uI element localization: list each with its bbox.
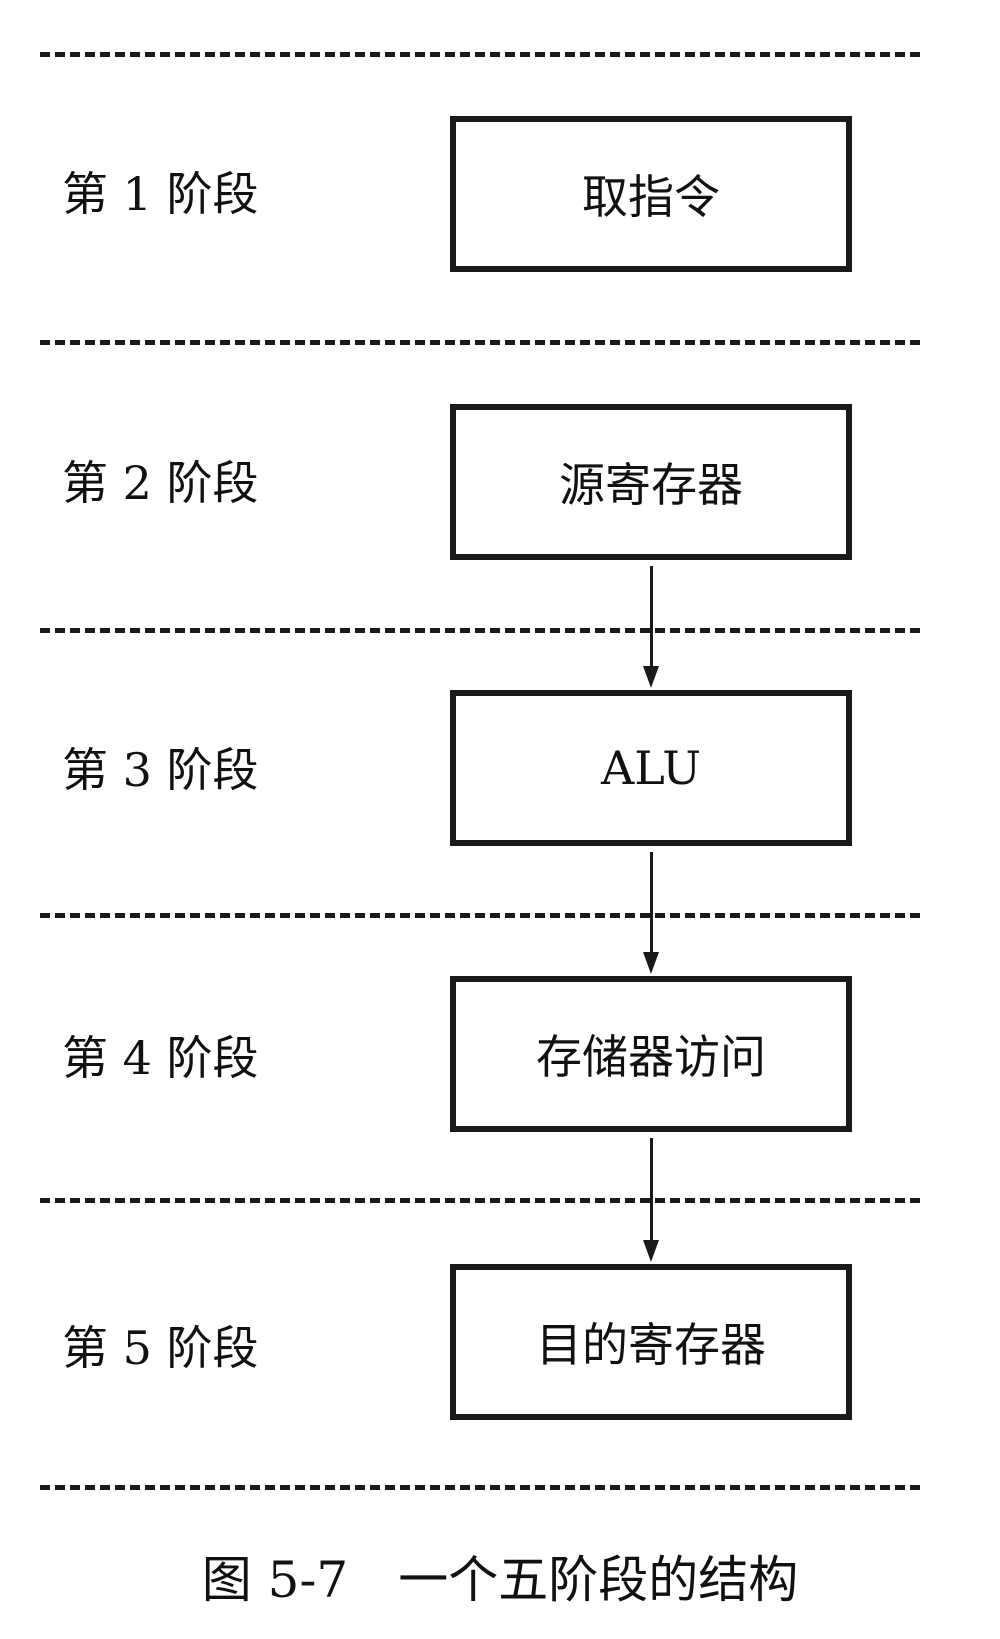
arrow-shaft	[650, 566, 653, 668]
arrow-head	[643, 1240, 659, 1262]
arrow-head	[643, 666, 659, 688]
stage-divider-4	[40, 1198, 920, 1203]
stage-1-box-text: 取指令	[582, 170, 720, 224]
stage-4-box-text: 存储器访问	[536, 1030, 766, 1084]
stage-4-label: 第 4 阶段	[62, 1031, 259, 1085]
stage-2-box-text: 源寄存器	[559, 458, 743, 512]
stage-divider-3	[40, 913, 920, 918]
arrow-stage-2-to-3	[643, 566, 659, 688]
stage-divider-1	[40, 340, 920, 345]
stage-3-box: ALU	[450, 690, 852, 846]
stage-5-box-text: 目的寄存器	[536, 1318, 766, 1372]
stage-4-box: 存储器访问	[450, 976, 852, 1132]
stage-divider-0	[40, 52, 920, 57]
stage-2-box: 源寄存器	[450, 404, 852, 560]
stage-3-box-text: ALU	[600, 741, 702, 795]
stage-3-label: 第 3 阶段	[62, 743, 259, 797]
stage-divider-2	[40, 628, 920, 633]
stage-2-label: 第 2 阶段	[62, 456, 259, 510]
stage-divider-5	[40, 1485, 920, 1490]
stage-5-box: 目的寄存器	[450, 1264, 852, 1420]
stage-5-label: 第 5 阶段	[62, 1321, 259, 1375]
stage-1-label: 第 1 阶段	[62, 167, 259, 221]
arrow-shaft	[650, 852, 653, 954]
arrow-head	[643, 952, 659, 974]
arrow-shaft	[650, 1138, 653, 1242]
stage-1-box: 取指令	[450, 116, 852, 272]
arrow-stage-4-to-5	[643, 1138, 659, 1262]
figure-caption: 图 5-7 一个五阶段的结构	[201, 1551, 799, 1609]
arrow-stage-3-to-4	[643, 852, 659, 974]
